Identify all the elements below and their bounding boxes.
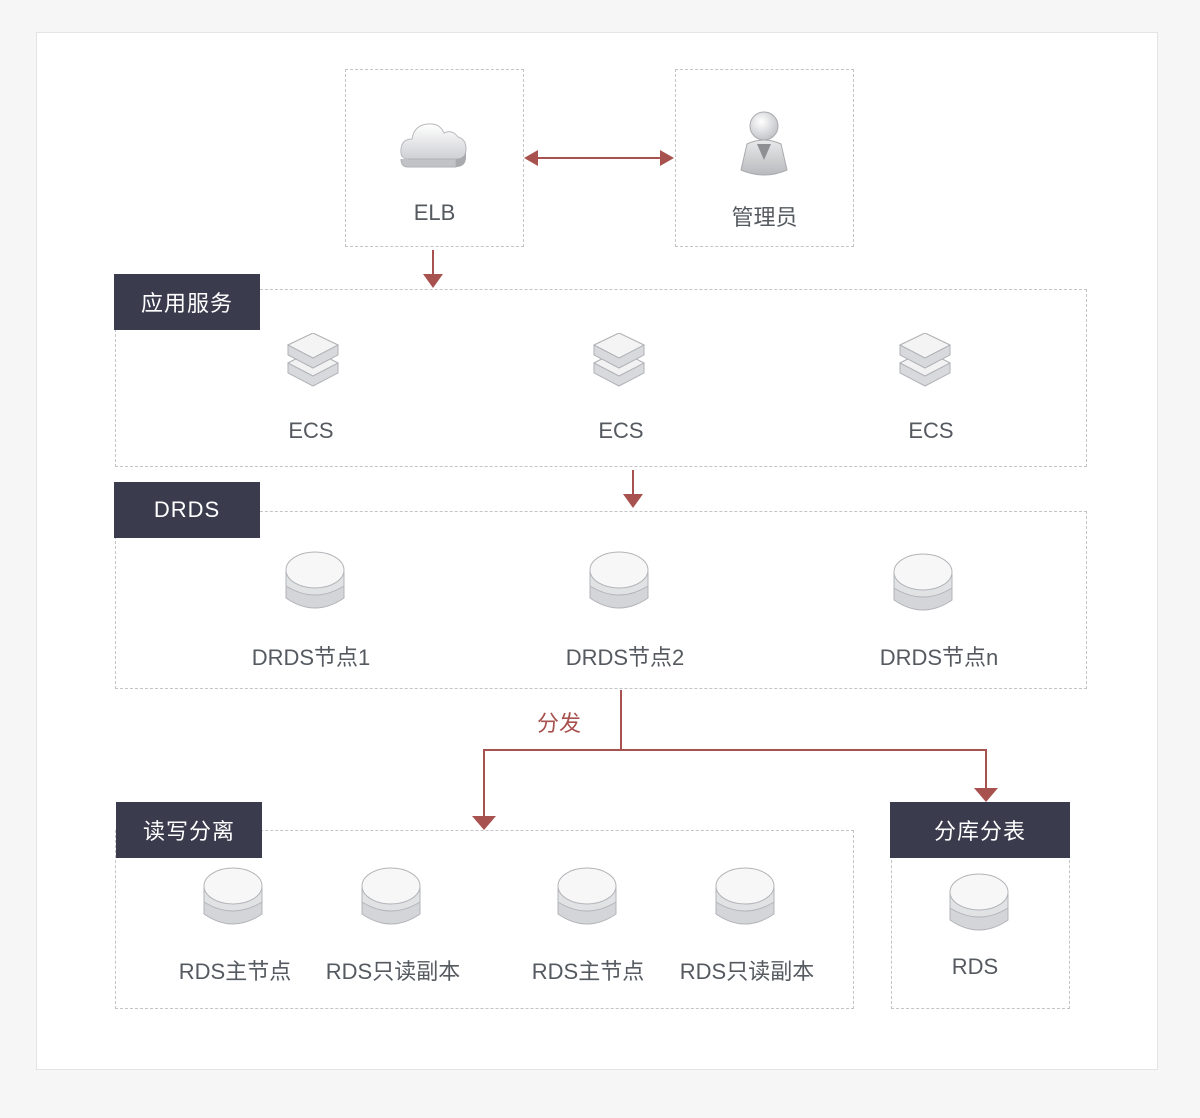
rw-split-tag: 读写分离	[116, 802, 262, 858]
elb-label: ELB	[413, 200, 456, 225]
database-icon	[203, 867, 263, 925]
admin-box	[675, 69, 854, 247]
database-icon	[715, 867, 775, 925]
database-icon	[949, 873, 1009, 931]
sharding-tag: 分库分表	[890, 802, 1070, 858]
ecs-label: ECS	[908, 418, 954, 443]
app-service-tag: 应用服务	[114, 274, 260, 330]
rw-split-box	[115, 830, 854, 1009]
server-icon	[898, 333, 952, 387]
database-icon	[893, 553, 953, 611]
drds-node-label: DRDS节点2	[565, 645, 685, 670]
elb-box	[345, 69, 524, 247]
arrowhead-down	[423, 274, 443, 288]
rds-replica-label: RDS只读副本	[325, 959, 461, 984]
database-icon	[557, 867, 617, 925]
rds-replica-label: RDS只读副本	[679, 959, 815, 984]
database-icon	[589, 551, 649, 609]
app-service-box	[115, 289, 1087, 467]
rds-label: RDS	[951, 954, 999, 979]
drds-node-label: DRDS节点1	[251, 645, 371, 670]
user-icon	[740, 111, 788, 176]
arrowhead-left	[524, 150, 538, 166]
server-icon	[286, 333, 340, 387]
rds-master-label: RDS主节点	[531, 959, 645, 984]
distribute-label: 分发	[537, 711, 582, 736]
database-icon	[361, 867, 421, 925]
drds-node-label: DRDS节点n	[879, 645, 999, 670]
rds-master-label: RDS主节点	[178, 959, 292, 984]
ecs-label: ECS	[288, 418, 334, 443]
database-icon	[285, 551, 345, 609]
cloud-icon	[400, 123, 467, 168]
server-icon	[592, 333, 646, 387]
ecs-label: ECS	[598, 418, 644, 443]
arrowhead-right	[660, 150, 674, 166]
arrowhead-down	[974, 788, 998, 802]
admin-label: 管理员	[731, 205, 798, 230]
drds-tag: DRDS	[114, 482, 260, 538]
arrowhead-down	[623, 494, 643, 508]
drds-box	[115, 511, 1087, 689]
arrowhead-down	[472, 816, 496, 830]
